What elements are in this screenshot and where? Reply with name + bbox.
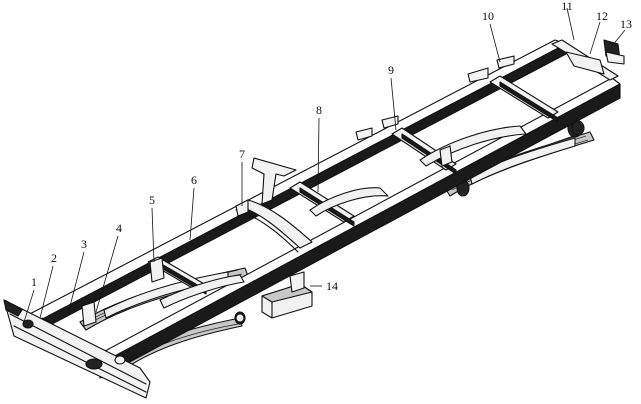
- callout-13-label: 13: [620, 17, 632, 31]
- callout-7-label: 7: [239, 147, 245, 161]
- callout-8: 8: [316, 103, 322, 193]
- callout-14-label: 14: [326, 279, 338, 293]
- callout-9: 9: [388, 63, 397, 131]
- callout-6: 6: [189, 173, 197, 241]
- callout-13: 13: [611, 17, 632, 47]
- callout-labels: 1 2 3 4 5 6 7 8: [23, 0, 632, 323]
- callout-4: 4: [95, 221, 122, 313]
- callout-11: 11: [561, 0, 575, 41]
- callout-3-label: 3: [81, 237, 87, 251]
- callout-14: 14: [310, 279, 338, 293]
- right-side-rail: [91, 77, 621, 379]
- callout-2-label: 2: [51, 251, 57, 265]
- rail-brackets: [235, 55, 515, 217]
- callout-1-label: 1: [31, 275, 37, 289]
- frame-openings: [159, 125, 527, 309]
- callout-8-label: 8: [316, 103, 322, 117]
- callout-7: 7: [239, 147, 245, 206]
- front-spring-shackles: [22, 313, 245, 370]
- callout-11-label: 11: [561, 0, 573, 13]
- callout-5: 5: [149, 193, 155, 263]
- callout-2: 2: [39, 251, 57, 319]
- callout-12-label: 12: [596, 9, 608, 23]
- chassis-frame: [3, 39, 625, 399]
- rear-tow-assembly: [565, 39, 625, 136]
- callout-4-label: 4: [116, 221, 122, 235]
- callout-9-label: 9: [388, 63, 394, 77]
- callout-1: 1: [23, 275, 37, 323]
- callout-10: 10: [482, 9, 501, 63]
- cab-mount-bracket: [251, 157, 297, 205]
- fuel-tank: [261, 271, 313, 319]
- spring-hangers: [81, 145, 453, 327]
- callout-5-label: 5: [149, 193, 155, 207]
- callout-6-label: 6: [191, 173, 197, 187]
- callout-3: 3: [67, 237, 87, 315]
- callout-12: 12: [589, 9, 608, 55]
- callout-10-label: 10: [482, 9, 494, 23]
